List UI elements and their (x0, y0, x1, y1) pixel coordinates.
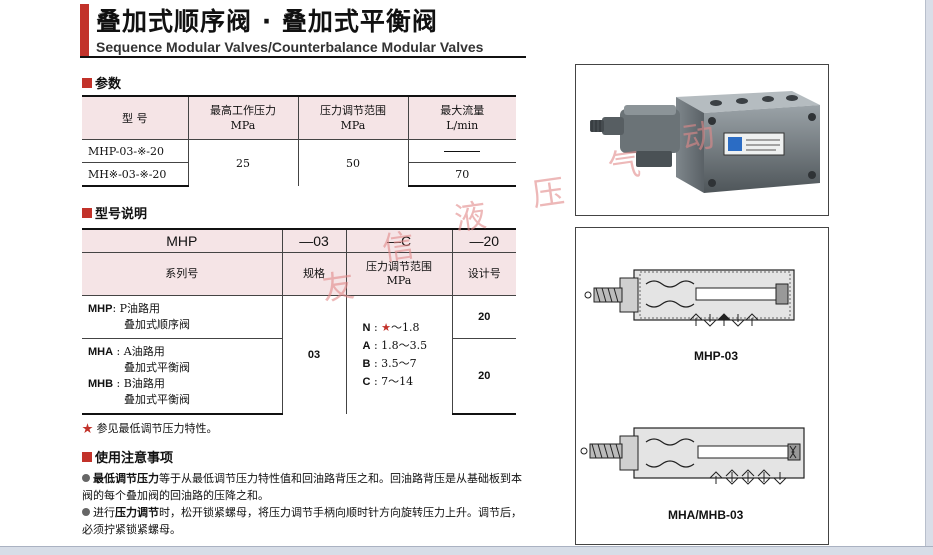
usage-notes: 最低调节压力等于从最低调节压力特性值和回油路背压之和。回油路背压是从基础板到本阀… (82, 470, 526, 538)
section-heading-usage: 使用注意事项 (82, 447, 173, 466)
series-cell-mha-mhb: MHA : A油路用 叠加式平衡阀 MHB : B油路用 叠加式平衡阀 (82, 338, 282, 415)
header-cell: 规格 (281, 252, 346, 296)
figure-caption-mha-mhb: MHA/MHB-03 (668, 508, 744, 522)
page-subtitle: Sequence Modular Valves/Counterbalance M… (96, 39, 484, 55)
code-cell: —C (345, 228, 452, 253)
series-cell-mhp: MHP: P油路用 叠加式顺序阀 (82, 295, 282, 339)
header-cell: 设计号 (451, 252, 516, 296)
code-cell: —03 (281, 228, 346, 253)
title-accent-bar (80, 4, 89, 56)
design-number-cell: 20 (451, 295, 516, 339)
flow-cell: 70 (407, 162, 516, 187)
red-square-icon (82, 78, 92, 88)
bullet-icon (82, 474, 90, 482)
code-cell: MHP (82, 228, 282, 253)
flow-cell-empty (407, 139, 516, 163)
bullet-icon (82, 508, 90, 516)
red-square-icon (82, 208, 92, 218)
model-cell: MHP-03-※-20 (82, 139, 188, 163)
model-cell: MH※-03-※-20 (82, 162, 188, 187)
table-row: MHP-03-※-20 25 50 (82, 139, 516, 186)
usage-note-item: 进行压力调节时，松开锁紧螺母，将压力调节手柄向顺时针方向旋转压力上升。调节后，必… (82, 506, 522, 536)
pressure-options-cell: N : ★～1.8 A : 1.8～3.5 B : 3.5～7 C : 7～14 (345, 295, 452, 414)
section-drawings-frame: MHP-03 MHA/MHB-03 (575, 227, 829, 545)
table-row: MHP: P油路用 叠加式顺序阀 03 N : ★～1.8 A : 1.8～3.… (82, 295, 516, 414)
dash-line (444, 151, 481, 152)
pressure-range-cell: 50 (297, 139, 408, 186)
figure-caption-mhp: MHP-03 (694, 349, 739, 363)
title-divider (80, 56, 526, 58)
section-heading-params: 参数 (82, 73, 121, 92)
star-icon: ★ (82, 422, 93, 435)
watermark-char: 液 (451, 195, 489, 239)
design-number-cell: 20 (451, 338, 516, 415)
valve-photo-illustration (590, 91, 820, 193)
watermark-char: 信 (379, 225, 417, 269)
table-row: MHA : A油路用 叠加式平衡阀 MHB : B油路用 叠加式平衡阀 20 (82, 338, 516, 415)
mhp-section-drawing (580, 269, 805, 485)
table-row: MH※-03-※-20 70 (82, 162, 516, 187)
vertical-scrollbar[interactable] (925, 0, 933, 554)
page-title: 叠加式顺序阀 · 叠加式平衡阀 (96, 7, 438, 36)
model-code-row: MHP —03 —C —20 (82, 228, 516, 253)
watermark-char: 友 (319, 265, 357, 309)
max-pressure-cell: 25 (187, 139, 298, 186)
horizontal-scrollbar[interactable] (0, 546, 933, 555)
footnote: ★ 参见最低调节压力特性。 (82, 422, 218, 435)
header-cell: 型 号 (82, 95, 188, 140)
watermark-char: 动 (679, 115, 717, 159)
product-photo-frame (575, 64, 829, 216)
usage-note-item: 最低调节压力等于从最低调节压力特性值和回油路背压之和。回油路背压是从基础板到本阀… (82, 472, 522, 502)
size-cell: 03 (281, 295, 346, 414)
code-cell: —20 (451, 228, 516, 253)
header-cell: 系列号 (82, 252, 282, 296)
watermark-char: 气 (605, 143, 643, 187)
watermark-char: 压 (529, 171, 567, 215)
star-icon: ★ (381, 321, 392, 334)
section-heading-model: 型号说明 (82, 203, 147, 222)
red-square-icon (82, 452, 92, 462)
